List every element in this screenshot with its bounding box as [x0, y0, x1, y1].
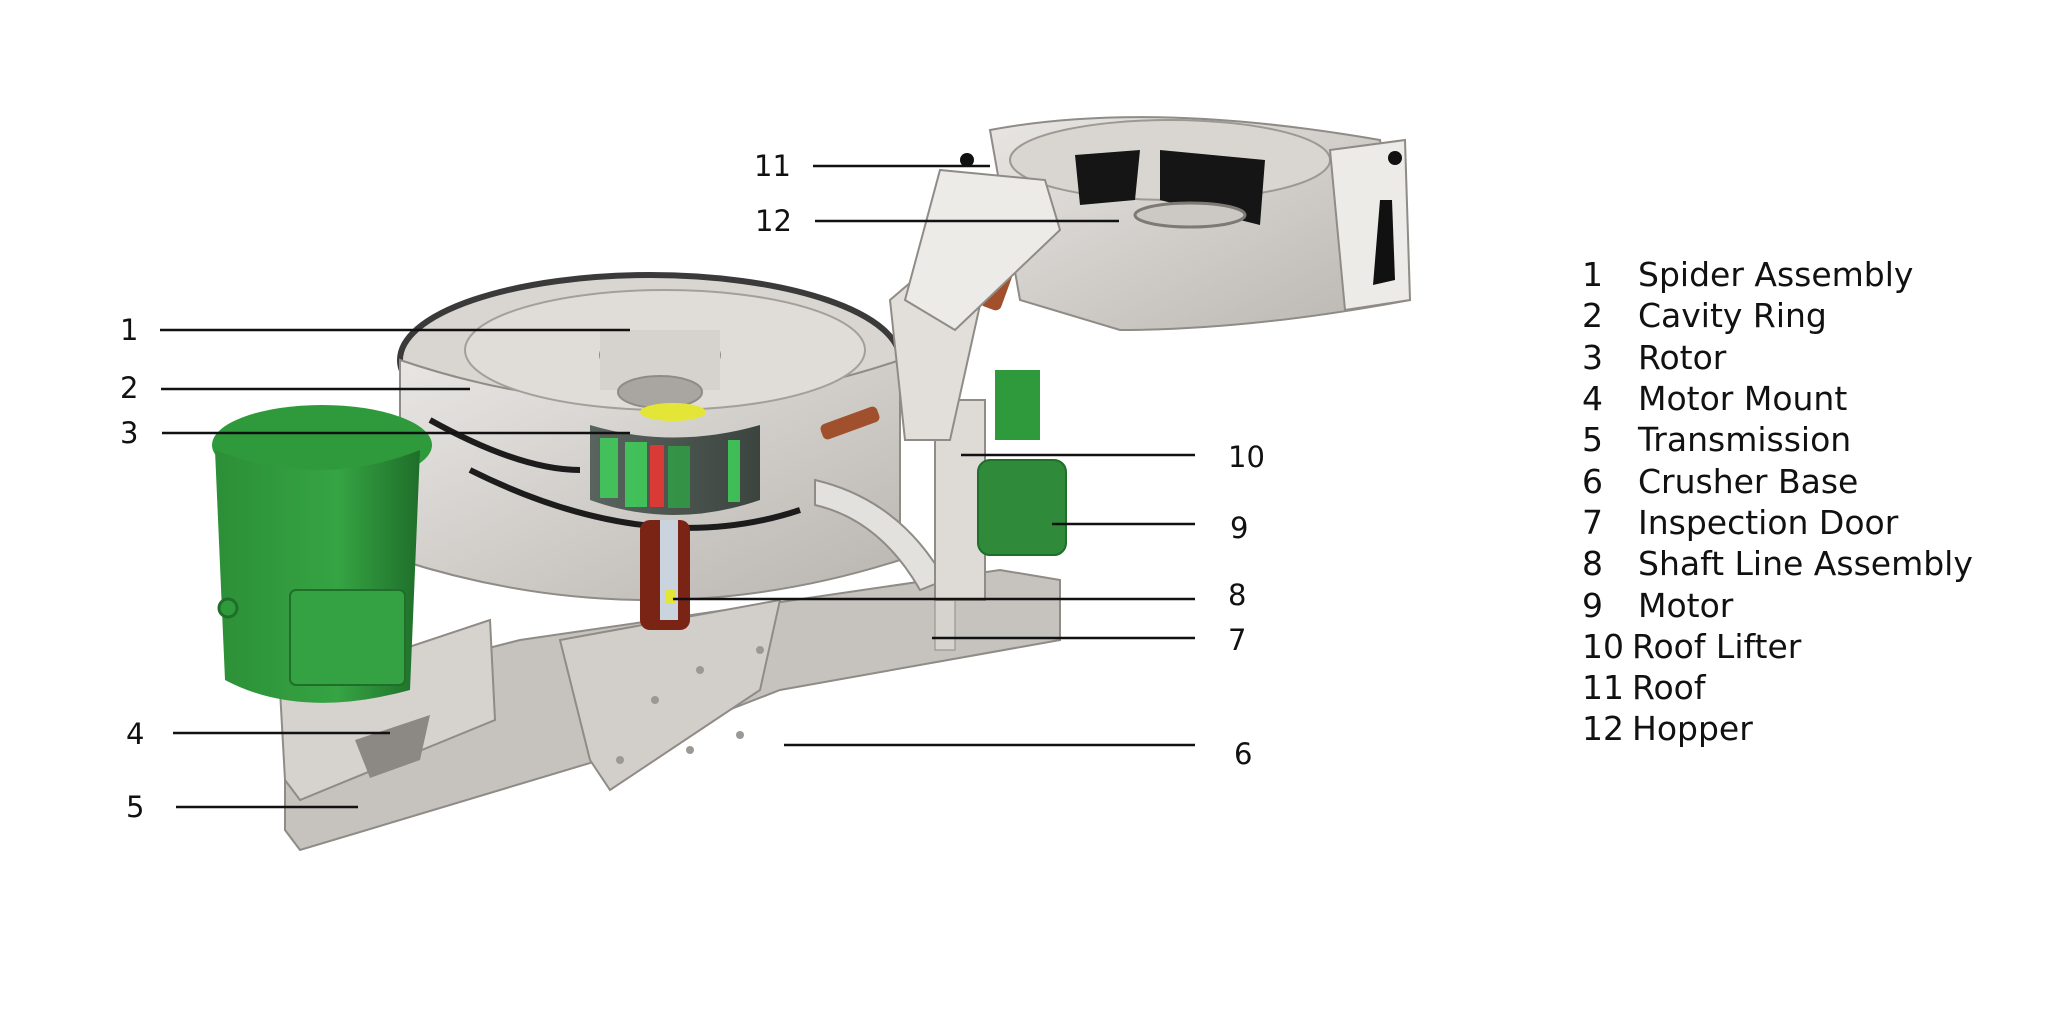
callout-2: 2: [120, 371, 139, 405]
legend-label: Spider Assembly: [1638, 255, 1914, 295]
legend-item: 4 Motor Mount: [1582, 378, 1973, 419]
leader-lines: [160, 164, 1195, 809]
callout-4: 4: [126, 717, 145, 751]
callout-9: 9: [1230, 511, 1249, 545]
legend-label: Rotor: [1638, 337, 1727, 377]
legend-label: Transmission: [1638, 420, 1852, 460]
legend-label: Roof: [1632, 668, 1706, 708]
legend-item: 7 Inspection Door: [1582, 502, 1973, 543]
legend-label: Hopper: [1632, 709, 1753, 749]
legend-number: 10: [1582, 626, 1624, 666]
legend-item: 6 Crusher Base: [1582, 460, 1973, 501]
rotor-shape: [590, 403, 760, 515]
legend-label: Motor: [1638, 585, 1734, 625]
legend-number: 1: [1582, 255, 1603, 295]
legend-number: 3: [1582, 337, 1603, 377]
legend-item: 2 Cavity Ring: [1582, 295, 1973, 336]
callout-6: 6: [1234, 737, 1253, 771]
left-motor-shape: [212, 405, 432, 703]
callout-3: 3: [120, 416, 139, 450]
legend-number: 2: [1582, 296, 1603, 336]
legend-item: 5 Transmission: [1582, 419, 1973, 460]
right-motor-shape: [977, 370, 1067, 556]
spider-assembly-shape: [464, 289, 866, 411]
legend-number: 8: [1582, 544, 1603, 584]
callout-10: 10: [1228, 440, 1265, 474]
legend-item: 3 Rotor: [1582, 337, 1973, 378]
crusher-base-shape: [284, 568, 1061, 852]
callout-5: 5: [126, 790, 145, 824]
legend-item: 1 Spider Assembly: [1582, 254, 1973, 295]
legend-number: 6: [1582, 461, 1603, 501]
legend-number: 11: [1582, 668, 1624, 708]
callout-11: 11: [754, 149, 791, 183]
legend-number: 7: [1582, 502, 1603, 542]
legend-label: Shaft Line Assembly: [1638, 544, 1973, 584]
legend-item: 9 Motor: [1582, 584, 1973, 625]
legend-number: 4: [1582, 379, 1603, 419]
legend-number: 5: [1582, 420, 1603, 460]
roof-hopper-shape: [903, 116, 1412, 332]
shaft-line-shape: [640, 520, 690, 630]
legend-number: 9: [1582, 585, 1603, 625]
legend-number: 12: [1582, 709, 1624, 749]
callout-8: 8: [1228, 578, 1247, 612]
legend-label: Cavity Ring: [1638, 296, 1827, 336]
legend-item: 8 Shaft Line Assembly: [1582, 543, 1973, 584]
legend-label: Inspection Door: [1638, 502, 1899, 542]
callout-7: 7: [1228, 623, 1247, 657]
legend-label: Crusher Base: [1638, 461, 1859, 501]
callout-1: 1: [120, 313, 139, 347]
legend-label: Motor Mount: [1638, 379, 1848, 419]
callout-12: 12: [755, 204, 792, 238]
legend-label: Roof Lifter: [1632, 626, 1802, 666]
